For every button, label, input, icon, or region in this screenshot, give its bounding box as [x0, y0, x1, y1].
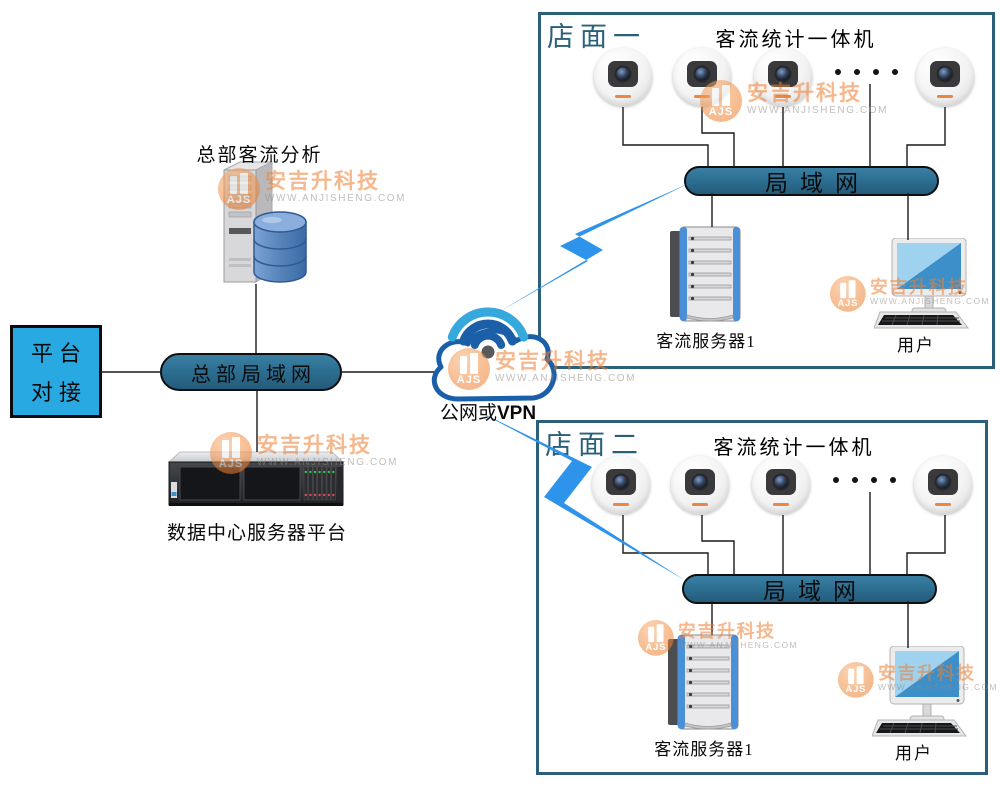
camera-brand-mark	[615, 95, 631, 98]
camera-icon	[594, 48, 652, 106]
camera-ellipsis-dots	[833, 477, 896, 483]
camera-lens	[614, 65, 632, 83]
watermark-logo-icon: AJS	[448, 348, 490, 390]
flow-server-icon	[670, 225, 744, 330]
platform-integration-box: 平台 对接	[10, 325, 102, 418]
camera-icon	[592, 456, 650, 514]
datacenter-label: 数据中心服务器平台	[166, 523, 347, 544]
user-label: 用户	[895, 744, 933, 763]
camera-icon	[752, 456, 810, 514]
store-box-1: 店面一 客流统计一体机 局域网	[538, 12, 995, 369]
lan-label: 局域网	[763, 579, 868, 604]
lan-bar: 局域网	[684, 166, 939, 196]
datacenter-rack-server-icon	[166, 450, 348, 517]
cloud-label: 公网或VPN	[424, 398, 552, 425]
camera-icon	[914, 456, 972, 514]
hq-tower-database-icon	[210, 160, 310, 297]
camera-icon	[916, 48, 974, 106]
store-title: 店面一	[547, 22, 646, 52]
flow-server-label: 客流服务器1	[654, 740, 754, 759]
lan-label: 局域网	[765, 171, 870, 196]
camera-icon	[754, 48, 812, 106]
lan-bar: 局域网	[682, 574, 937, 604]
camera-icon	[673, 48, 731, 106]
cameras-title: 客流统计一体机	[715, 29, 877, 51]
platform-label-line1: 平台	[30, 340, 87, 366]
platform-label-line2: 对接	[30, 380, 87, 406]
cloud-wifi-icon	[431, 307, 557, 402]
user-label: 用户	[897, 336, 935, 355]
camera-ellipsis-dots	[835, 69, 898, 75]
hq-lan-bar: 总部局域网	[160, 353, 342, 391]
cloud-label-en: VPN	[496, 403, 537, 424]
watermark-url: WWW.ANJISHENG.COM	[495, 372, 637, 384]
hq-analysis-label: 总部客流分析	[196, 145, 323, 166]
store-title: 店面二	[545, 430, 644, 460]
hq-lan-label: 总部局域网	[191, 363, 316, 386]
cameras-title: 客流统计一体机	[713, 437, 875, 459]
camera-icon	[671, 456, 729, 514]
user-computer-icon	[871, 645, 976, 747]
store-box-2: 店面二 客流统计一体机 局域网	[536, 420, 988, 775]
user-computer-icon	[873, 237, 978, 339]
flow-server-label: 客流服务器1	[656, 332, 756, 351]
flow-server-icon	[668, 633, 742, 738]
cloud-label-cn: 公网或	[439, 403, 497, 424]
